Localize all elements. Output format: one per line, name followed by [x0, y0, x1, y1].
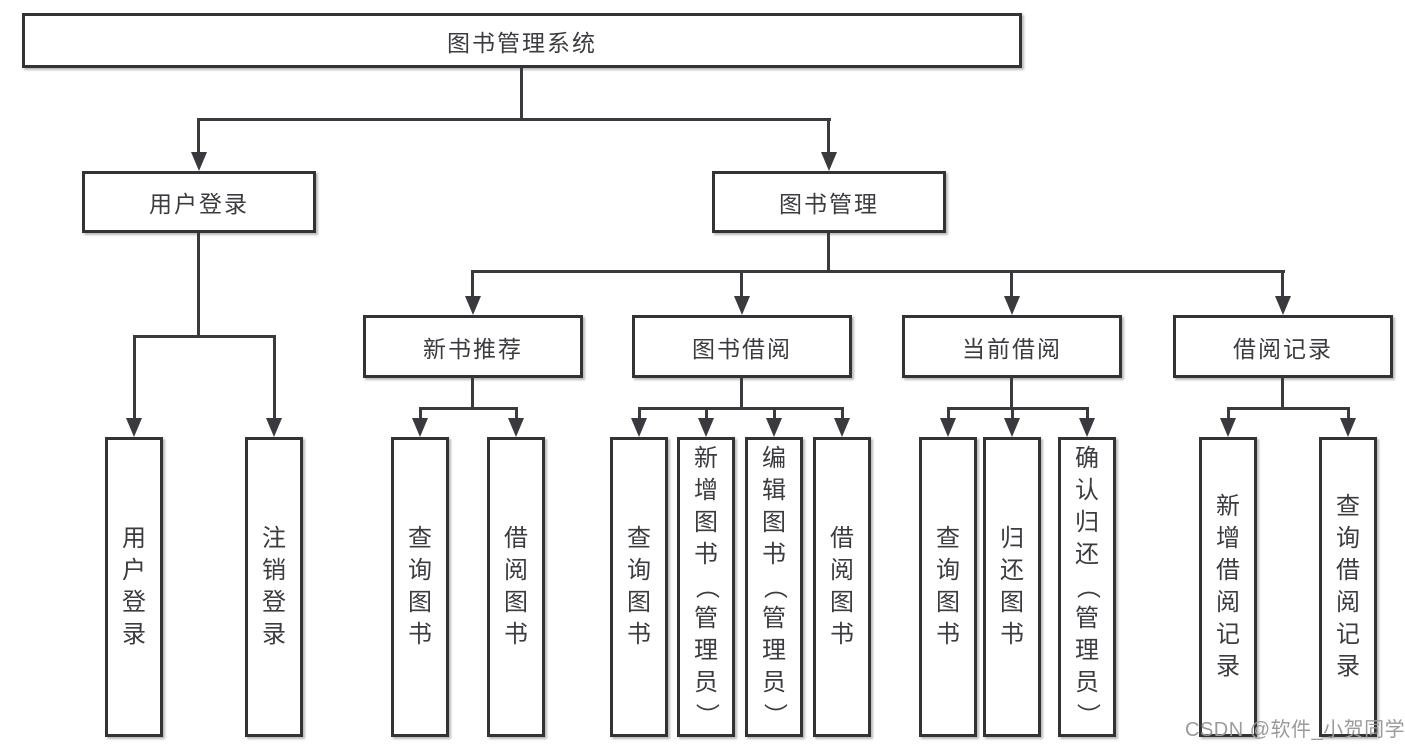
connector-split-new-book: [419, 407, 518, 410]
arrowhead-leaf: [834, 418, 850, 437]
arrowhead-leaf: [1340, 418, 1356, 437]
connector-drop-leaf: [773, 407, 776, 420]
arrowhead-leaf-login: [126, 418, 142, 437]
connector-drop-leaf: [1347, 407, 1350, 420]
connector-root-stem: [520, 68, 523, 121]
leaf-borrow-books: 借阅图书: [813, 437, 871, 737]
arrowhead-leaf: [1079, 418, 1095, 437]
connector-drop-book-borrow: [740, 270, 743, 298]
leaf-logout: 注销登录: [245, 437, 303, 737]
leaf-edit-book-admin: 编辑图书（管理员）: [745, 437, 803, 737]
watermark: CSDN @软件_小贺同学: [1185, 719, 1405, 741]
connector-drop-borrow-records: [1281, 270, 1284, 298]
connector-drop-leaf: [947, 407, 950, 420]
node-new-book-recommend: 新书推荐: [363, 315, 583, 378]
arrowhead-leaf: [698, 418, 714, 437]
connector-user-login-stem: [197, 233, 200, 338]
connector-new-book-stem: [471, 377, 474, 410]
arrowhead-borrow-records: [1275, 296, 1291, 315]
arrowhead-book-borrow: [734, 296, 750, 315]
leaf-user-login: 用户登录: [105, 437, 163, 737]
node-borrowing-records: 借阅记录: [1173, 315, 1393, 378]
connector-drop-leaf: [515, 407, 518, 420]
leaf-query-books-current: 查询图书: [919, 437, 977, 737]
node-book-borrowing: 图书借阅: [632, 315, 852, 378]
arrowhead-leaf: [940, 418, 956, 437]
node-user-login: 用户登录: [82, 171, 316, 233]
connector-split-book-borrow: [638, 407, 844, 410]
connector-book-mgmt-stem: [827, 233, 830, 273]
connector-split-current-borrow: [947, 407, 1089, 410]
connector-l3-split: [471, 270, 1285, 273]
connector-split-borrow-records: [1227, 407, 1350, 410]
connector-drop-book-mgmt: [827, 118, 830, 154]
leaf-borrow-books-recommend: 借阅图书: [487, 437, 545, 737]
leaf-add-borrow-record: 新增借阅记录: [1199, 437, 1257, 737]
arrowhead-leaf: [766, 418, 782, 437]
leaf-return-book: 归还图书: [983, 437, 1041, 737]
connector-drop-leaf: [419, 407, 422, 420]
connector-drop-leaf: [638, 407, 641, 420]
connector-current-borrow-stem: [1010, 377, 1013, 410]
node-current-borrowing: 当前借阅: [902, 315, 1122, 378]
arrowhead-leaf: [1220, 418, 1236, 437]
arrowhead-leaf: [1004, 418, 1020, 437]
connector-drop-leaf: [841, 407, 844, 420]
arrowhead-leaf: [412, 418, 428, 437]
leaf-add-book-admin: 新增图书（管理员）: [677, 437, 735, 737]
connector-book-borrow-stem: [740, 377, 743, 410]
arrowhead-current-borrow: [1004, 296, 1020, 315]
connector-drop-current-borrow: [1010, 270, 1013, 298]
arrowhead-leaf: [508, 418, 524, 437]
connector-drop-user-login: [197, 118, 200, 154]
connector-drop-new-book: [471, 270, 474, 298]
arrowhead-leaf-logout: [266, 418, 282, 437]
arrowhead-book-mgmt: [821, 152, 837, 171]
node-root: 图书管理系统: [22, 13, 1022, 68]
connector-drop-leaf: [705, 407, 708, 420]
connector-user-login-split: [133, 335, 276, 338]
arrowhead-new-book: [465, 296, 481, 315]
arrowhead-user-login: [191, 152, 207, 171]
leaf-confirm-return-admin: 确认归还（管理员）: [1058, 437, 1116, 737]
connector-l2-split: [197, 118, 831, 121]
connector-drop-leaf-logout: [273, 335, 276, 420]
connector-drop-leaf: [1086, 407, 1089, 420]
leaf-query-borrow-record: 查询借阅记录: [1319, 437, 1377, 737]
arrowhead-leaf: [631, 418, 647, 437]
leaf-query-books-borrow: 查询图书: [610, 437, 668, 737]
connector-drop-leaf-login: [133, 335, 136, 420]
leaf-query-books-recommend: 查询图书: [391, 437, 449, 737]
connector-drop-leaf: [1011, 407, 1014, 420]
connector-borrow-records-stem: [1281, 377, 1284, 410]
connector-drop-leaf: [1227, 407, 1230, 420]
node-book-management: 图书管理: [712, 171, 946, 233]
